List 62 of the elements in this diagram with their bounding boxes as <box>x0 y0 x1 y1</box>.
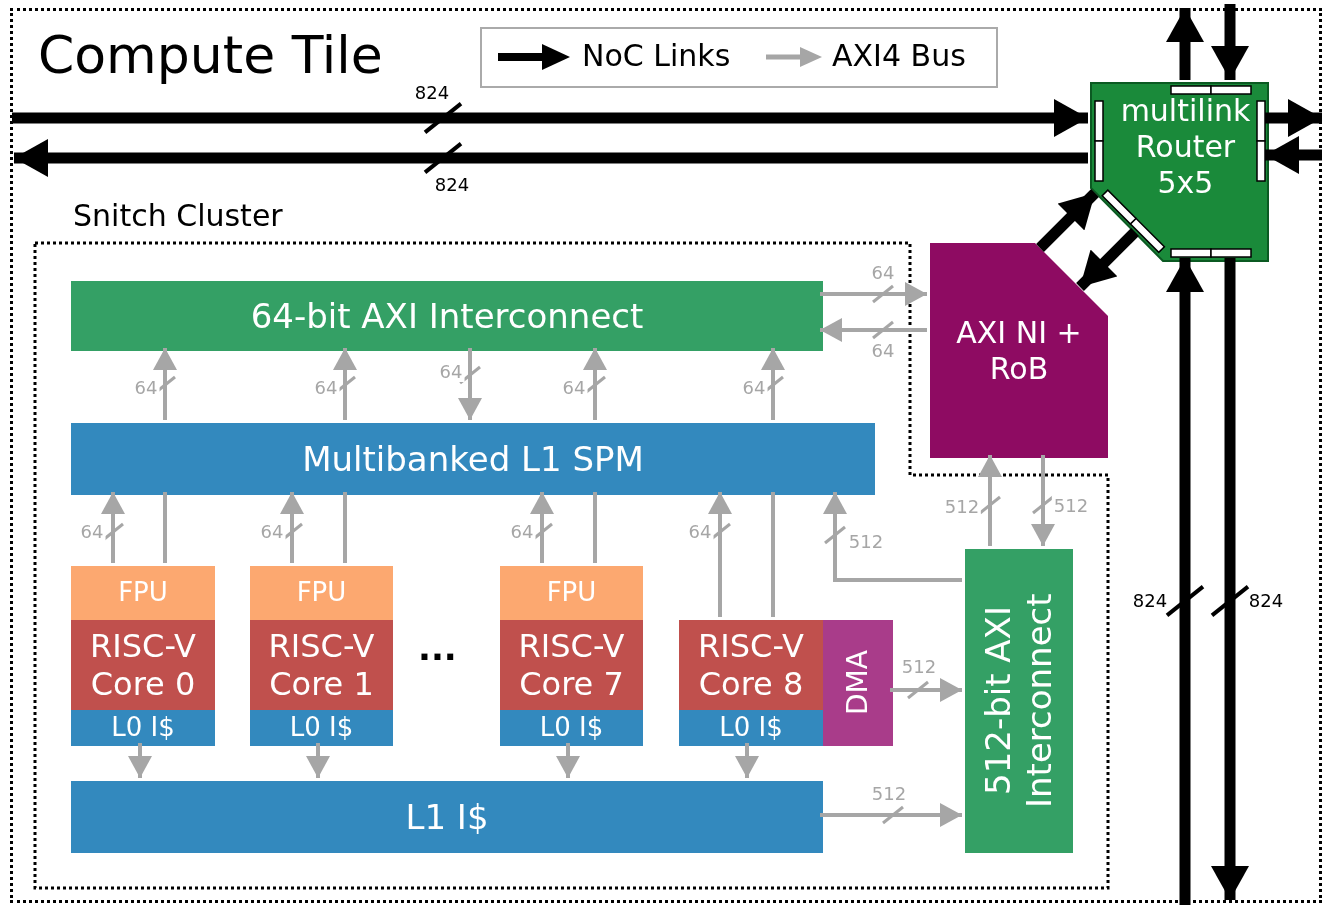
router-block: multilink Router 5x5 <box>1091 83 1268 261</box>
arrow <box>820 318 927 342</box>
arrow <box>1036 189 1099 252</box>
arrow <box>1265 99 1322 137</box>
fpu-block: FPU <box>500 566 643 620</box>
core-block: RISC-V Core 1 <box>250 620 393 710</box>
arrow <box>458 348 482 420</box>
edge-label: 64 <box>78 522 106 542</box>
arrow <box>820 803 962 827</box>
arrow <box>14 139 1088 177</box>
arrow <box>12 99 1088 137</box>
legend-label: AXI4 Bus <box>832 41 966 71</box>
arrow <box>1265 136 1322 174</box>
arrow <box>1166 258 1204 905</box>
legend-label: NoC Links <box>582 41 731 71</box>
edge-label: 64 <box>508 522 536 542</box>
arrow <box>306 743 330 778</box>
arrow <box>128 743 152 778</box>
core-block: RISC-V Core 7 <box>500 620 643 710</box>
edge-label: 64 <box>686 522 714 542</box>
arrow <box>1166 8 1204 80</box>
arrow <box>1211 4 1249 80</box>
fpu-block: FPU <box>71 566 215 620</box>
core-block: RISC-V Core 8 <box>679 620 823 710</box>
cache-block: L0 I$ <box>250 710 393 746</box>
arrow <box>820 282 927 306</box>
ellipsis-text: ... <box>418 628 457 668</box>
arrow <box>1211 258 1249 900</box>
cache-block: L0 I$ <box>71 710 215 746</box>
arrow <box>101 492 125 563</box>
arrow <box>1076 228 1139 291</box>
core-block: RISC-V Core 0 <box>71 620 215 710</box>
interconnect-block: 512-bit AXI Interconnect <box>965 549 1073 853</box>
arrow <box>978 455 1002 546</box>
connector-line <box>163 492 167 563</box>
arrow <box>823 492 962 582</box>
arrow <box>530 492 554 563</box>
tile-frame <box>10 8 1322 903</box>
arrow <box>583 348 607 420</box>
arrow <box>735 743 759 778</box>
cluster-title: Snitch Cluster <box>73 201 283 231</box>
edge-label: 64 <box>437 362 465 382</box>
connector-line <box>593 492 597 563</box>
arrow <box>333 348 357 420</box>
cache-block: L0 I$ <box>500 710 643 746</box>
network-interface-block: AXI NI + RoB <box>930 243 1108 458</box>
arrow <box>761 348 785 420</box>
connector-line <box>771 492 775 617</box>
arrow <box>280 492 304 563</box>
arrow <box>556 743 580 778</box>
cache-block: L1 I$ <box>71 781 823 853</box>
dma-block: DMA <box>823 620 893 746</box>
memory-block: Multibanked L1 SPM <box>71 423 875 495</box>
connector-line <box>343 492 347 563</box>
interconnect-block: 64-bit AXI Interconnect <box>71 281 823 351</box>
arrow <box>890 678 962 702</box>
arrow <box>708 492 732 617</box>
edge-label: 64 <box>258 522 286 542</box>
arrow <box>1031 455 1055 546</box>
arrow <box>153 348 177 420</box>
cache-block: L0 I$ <box>679 710 823 746</box>
fpu-block: FPU <box>250 566 393 620</box>
